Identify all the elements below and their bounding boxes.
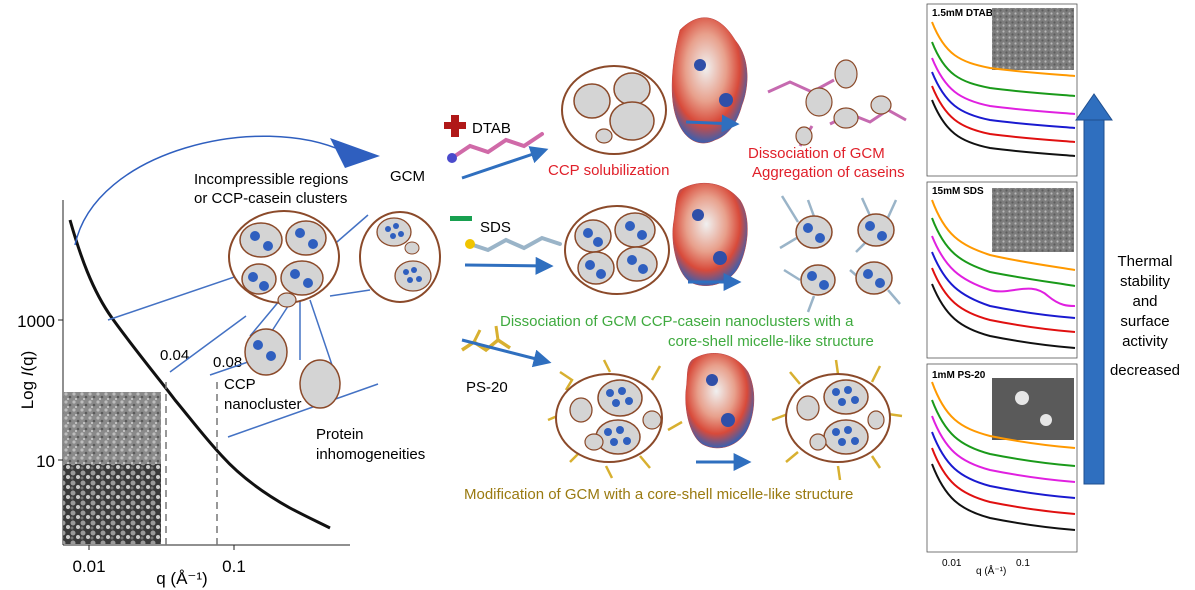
side-plot-sds: 15mM SDS (926, 181, 1078, 359)
side-plot-ps20-title: 1mM PS-20 (932, 370, 986, 381)
stability-text: Thermal stability and surface activity d… (1110, 253, 1180, 379)
dtab-solubilized-micelle (561, 65, 667, 155)
arrow-dtab (461, 146, 549, 180)
x-axis-label: q (Å⁻¹) (156, 569, 207, 588)
arrow-ps20 (461, 338, 552, 368)
stability-word: activity (1122, 333, 1168, 350)
tem-inset-image (63, 392, 161, 464)
side-plot-dtab-title: 1.5mM DTAB (932, 8, 993, 19)
sds-core-shell-structures (779, 195, 901, 313)
stability-word: decreased (1110, 362, 1180, 379)
sds-label: SDS (480, 219, 511, 236)
sds-dissociated-micelle (564, 205, 670, 295)
main-saxs-plot: 1000 10 0.01 0.1 Log I(q) q (Å⁻¹) 0.04 0… (17, 200, 350, 588)
stability-word: and (1132, 293, 1157, 310)
connector-lines (107, 214, 379, 438)
protein-inhomogeneity (299, 359, 341, 409)
side-plot-xlabel: q (Å⁻¹) (976, 564, 1006, 577)
arrow-sds (464, 256, 554, 275)
caption-dissociation-line2: Aggregation of caseins (752, 164, 905, 181)
ps20-modified-micelle (547, 359, 683, 479)
dtab-molecule (447, 132, 544, 163)
caption-ps20: Modification of GCM with a core-shell mi… (464, 486, 853, 503)
protein-surface-3 (685, 353, 755, 449)
ccp-nanocluster (244, 328, 288, 376)
sem-sds-image (992, 188, 1074, 252)
ps20-molecule (461, 325, 511, 353)
stability-arrow (1075, 93, 1113, 485)
y-tick-label-10: 10 (36, 452, 55, 471)
clusters-label-line1: Incompressible regions (194, 171, 348, 188)
y-tick-label-1000: 1000 (17, 312, 55, 331)
sem-ps20-image (992, 378, 1074, 440)
side-plot-xtick-1: 0.01 (942, 558, 962, 569)
x-tick-label-001: 0.01 (72, 557, 105, 576)
sds-minus-icon (450, 216, 472, 221)
x-tick-label-01: 0.1 (222, 557, 246, 576)
gcm-label: GCM (390, 168, 425, 185)
dtab-label: DTAB (472, 120, 511, 137)
protein-label-line2: inhomogeneities (316, 446, 425, 463)
caption-sds-line2: core-shell micelle-like structure (668, 333, 874, 350)
side-plot-dtab: 1.5mM DTAB (926, 3, 1078, 177)
stability-word: surface (1120, 313, 1169, 330)
sem-dtab-image (992, 8, 1074, 70)
side-plot-sds-title: 15mM SDS (932, 186, 984, 197)
curved-arrow (74, 135, 346, 246)
side-plot-xtick-2: 0.1 (1016, 558, 1030, 569)
protein-surface-2 (672, 183, 748, 286)
saxs-curve (68, 219, 331, 530)
ccp-label-line2: nanocluster (224, 396, 302, 413)
caption-sds-line1: Dissociation of GCM CCP-casein nanoclust… (500, 313, 854, 330)
y-axis-label: Log I(q) (18, 351, 37, 410)
ps20-core-shell-micelle (771, 359, 903, 481)
side-plot-ps20: 1mM PS-20 0.01 0.1 q (Å⁻¹) (926, 363, 1078, 577)
stability-word: Thermal (1117, 253, 1172, 270)
ps20-label: PS-20 (466, 379, 508, 396)
arrow-dtab-2 (685, 114, 740, 133)
gcm-micelle-detailed (359, 211, 441, 303)
sds-molecule (465, 235, 562, 253)
ccp-label-line1: CCP (224, 376, 256, 393)
curved-arrow-head (330, 138, 380, 168)
gcm-micelle (228, 210, 340, 308)
marker-label-004: 0.04 (160, 347, 189, 364)
clusters-label-line2: or CCP-casein clusters (194, 190, 347, 207)
protein-label-line1: Protein (316, 426, 364, 443)
sem-inset-image (63, 464, 161, 544)
stability-word: stability (1120, 273, 1171, 290)
dtab-add-icon (444, 115, 466, 137)
dtab-aggregated-caseins (767, 59, 907, 147)
caption-ccp-solubilization: CCP solubilization (548, 162, 669, 179)
caption-dissociation-line1: Dissociation of GCM (748, 145, 885, 162)
